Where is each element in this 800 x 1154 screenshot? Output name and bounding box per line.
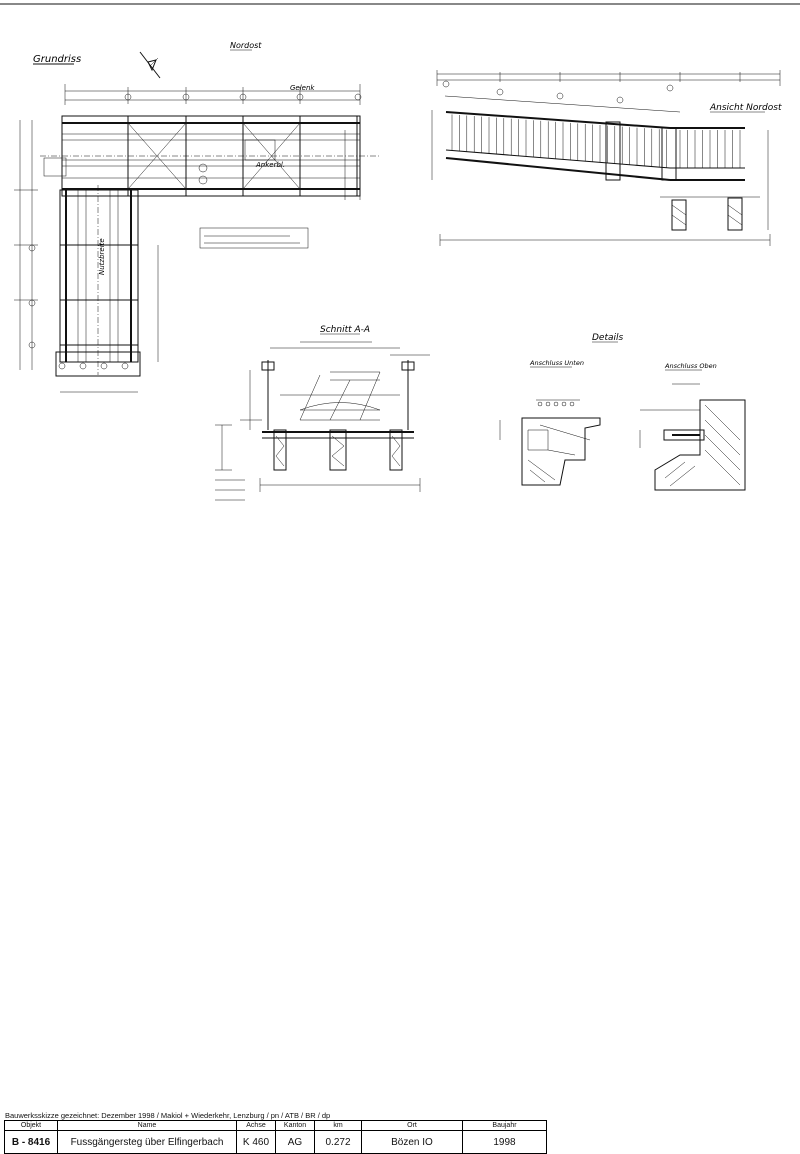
header-ort: Ort — [361, 1120, 463, 1131]
value-objekt: B - 8416 — [4, 1130, 58, 1154]
elevation-piers — [660, 196, 760, 231]
detail-upper-connection — [639, 383, 746, 491]
section-title: Schnitt A-A — [320, 325, 370, 335]
plan-deck-horizontal: Ankerbl. Gelenk — [40, 84, 380, 197]
value-name: Fussgängersteg über Elfingerbach — [57, 1130, 237, 1154]
title-block-table: Objekt Name Achse Kanton km Ort Baujahr … — [4, 1120, 547, 1154]
header-kanton: Kanton — [275, 1120, 315, 1131]
plan-title: Grundriss — [33, 54, 81, 65]
svg-text:Nutzbreite: Nutzbreite — [98, 238, 106, 275]
svg-text:Gelenk: Gelenk — [290, 84, 315, 92]
elevation-railing — [445, 111, 745, 181]
header-name: Name — [57, 1120, 237, 1131]
elevation-title: Ansicht Nordost — [709, 103, 782, 113]
elevation-view: Ansicht Nordost — [431, 70, 782, 246]
section-view: Schnitt A-A — [215, 325, 430, 501]
value-ort: Bözen IO — [361, 1130, 463, 1154]
plan-view: Grundriss Nordost — [14, 41, 380, 393]
detail-lower-connection — [499, 399, 601, 486]
section-structure — [215, 347, 421, 492]
header-objekt: Objekt — [4, 1120, 58, 1131]
elevation-dimensions — [436, 70, 781, 113]
plan-subtitle: Nordost — [230, 41, 262, 50]
drawing-sheet: Grundriss Nordost — [0, 3, 800, 501]
drawing-caption: Bauwerksskizze gezeichnet: Dezember 1998… — [5, 1111, 331, 1120]
plan-deck-vertical: Nutzbreite — [55, 185, 141, 377]
value-baujahr: 1998 — [462, 1130, 547, 1154]
details-view: Details Anschluss Unten Anschluss Oben — [499, 333, 746, 491]
header-km: km — [314, 1120, 362, 1131]
value-km: 0.272 — [314, 1130, 362, 1154]
plan-note-box — [199, 227, 309, 249]
svg-text:Ankerbl.: Ankerbl. — [255, 161, 285, 169]
title-block: Bauwerksskizze gezeichnet: Dezember 1998… — [0, 555, 800, 1154]
header-baujahr: Baujahr — [462, 1120, 547, 1131]
value-kanton: AG — [275, 1130, 315, 1154]
north-arrow-icon — [139, 51, 161, 79]
plan-dimension-top — [64, 84, 362, 105]
header-achse: Achse — [236, 1120, 276, 1131]
details-title: Details — [592, 333, 624, 343]
plan-dimension-left — [14, 120, 38, 370]
detail-upper-title: Anschluss Oben — [664, 362, 717, 370]
detail-lower-title: Anschluss Unten — [529, 359, 584, 367]
value-achse: K 460 — [236, 1130, 276, 1154]
